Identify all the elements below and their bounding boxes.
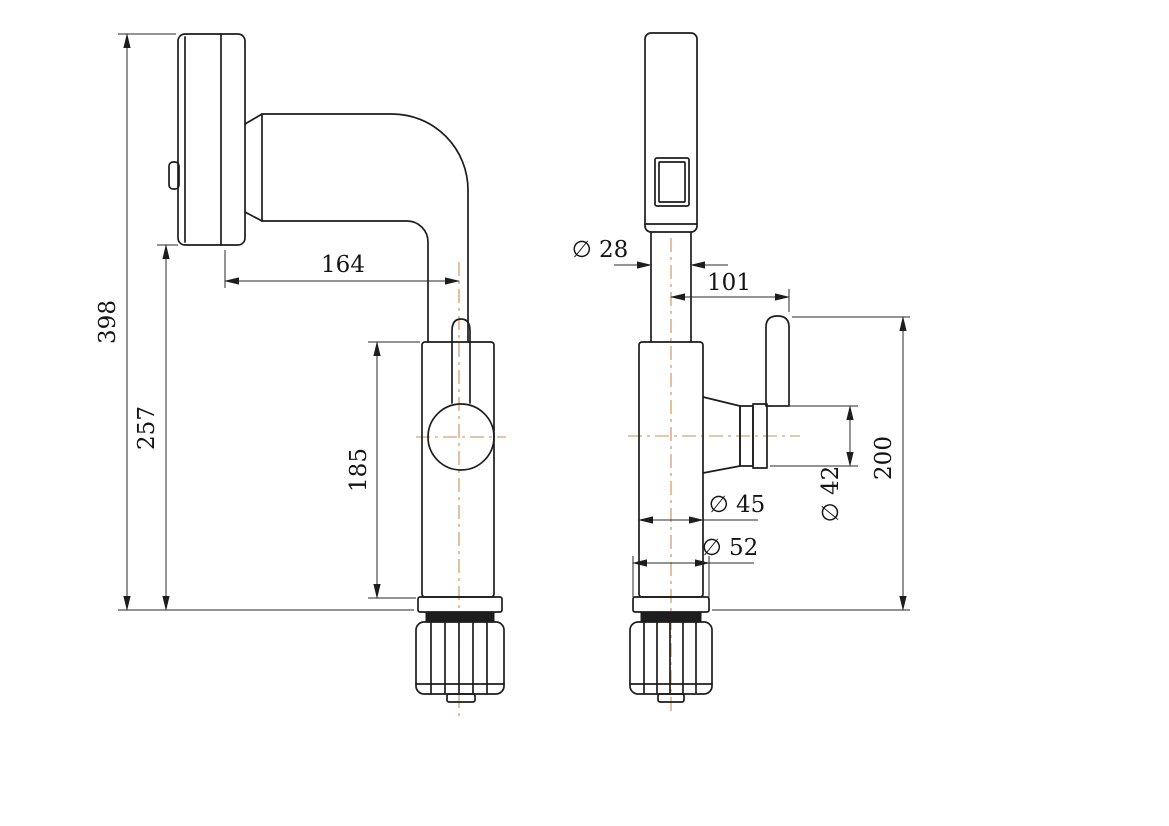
dim-base-diameter: ∅ 52 bbox=[632, 535, 759, 597]
dim-neck-diameter: ∅ 28 bbox=[572, 237, 728, 269]
display-window-outer bbox=[654, 157, 690, 207]
spray-head-button bbox=[168, 161, 180, 190]
dim-handle-offset: 101 bbox=[670, 270, 790, 312]
dim-body-height: 185 bbox=[346, 341, 420, 599]
dim-handle-joint-diameter-label: ∅ 42 bbox=[818, 466, 844, 523]
spray-head-front bbox=[644, 32, 698, 233]
dim-neck-diameter-label: ∅ 28 bbox=[572, 237, 629, 263]
dim-handle-top-height: 200 bbox=[712, 316, 910, 611]
supply-stub-front bbox=[657, 693, 685, 703]
arm-joint-bottom bbox=[244, 211, 263, 222]
dim-body-diameter-label: ∅ 45 bbox=[709, 492, 766, 518]
supply-stub-side bbox=[446, 693, 476, 703]
dim-body-diameter: ∅ 45 bbox=[638, 492, 766, 524]
display-window-inner bbox=[658, 161, 686, 203]
front-view: ∅ 28 101 ∅ 45 ∅ 52 ∅ 42 bbox=[572, 32, 910, 716]
side-view: 398 257 164 185 bbox=[95, 33, 506, 716]
dim-body-height-label: 185 bbox=[346, 448, 372, 492]
dim-base-diameter-label: ∅ 52 bbox=[702, 535, 759, 561]
handle-lever-front bbox=[765, 315, 790, 407]
spout-arm-inner bbox=[261, 220, 429, 343]
base-gasket-side bbox=[425, 611, 495, 623]
handle-cone-top bbox=[702, 396, 741, 407]
handle-joint-block bbox=[752, 403, 768, 469]
dim-handle-top-height-label: 200 bbox=[871, 436, 897, 480]
mounting-nut-knurls-side bbox=[430, 622, 488, 694]
dim-total-height: 398 bbox=[95, 33, 414, 611]
base-flange-side bbox=[417, 596, 503, 613]
handle-stem-side bbox=[451, 318, 471, 404]
spout-arm-outer bbox=[261, 113, 469, 343]
dim-spout-reach-label: 164 bbox=[321, 252, 365, 278]
base-gasket-front bbox=[640, 611, 702, 623]
dim-total-height-label: 398 bbox=[95, 300, 121, 344]
dim-handle-offset-label: 101 bbox=[707, 270, 751, 296]
dim-head-bottom-height: 257 bbox=[134, 244, 178, 611]
dim-head-bottom-height-label: 257 bbox=[134, 406, 160, 450]
dim-handle-joint-diameter: ∅ 42 bbox=[770, 405, 858, 523]
handle-cone-bottom bbox=[702, 465, 741, 474]
arm-joint-top bbox=[244, 113, 263, 125]
dim-spout-reach: 164 bbox=[224, 250, 460, 288]
mounting-nut-knurls-front bbox=[643, 622, 697, 694]
handle-ball bbox=[427, 403, 495, 471]
spray-head-side bbox=[177, 33, 246, 246]
